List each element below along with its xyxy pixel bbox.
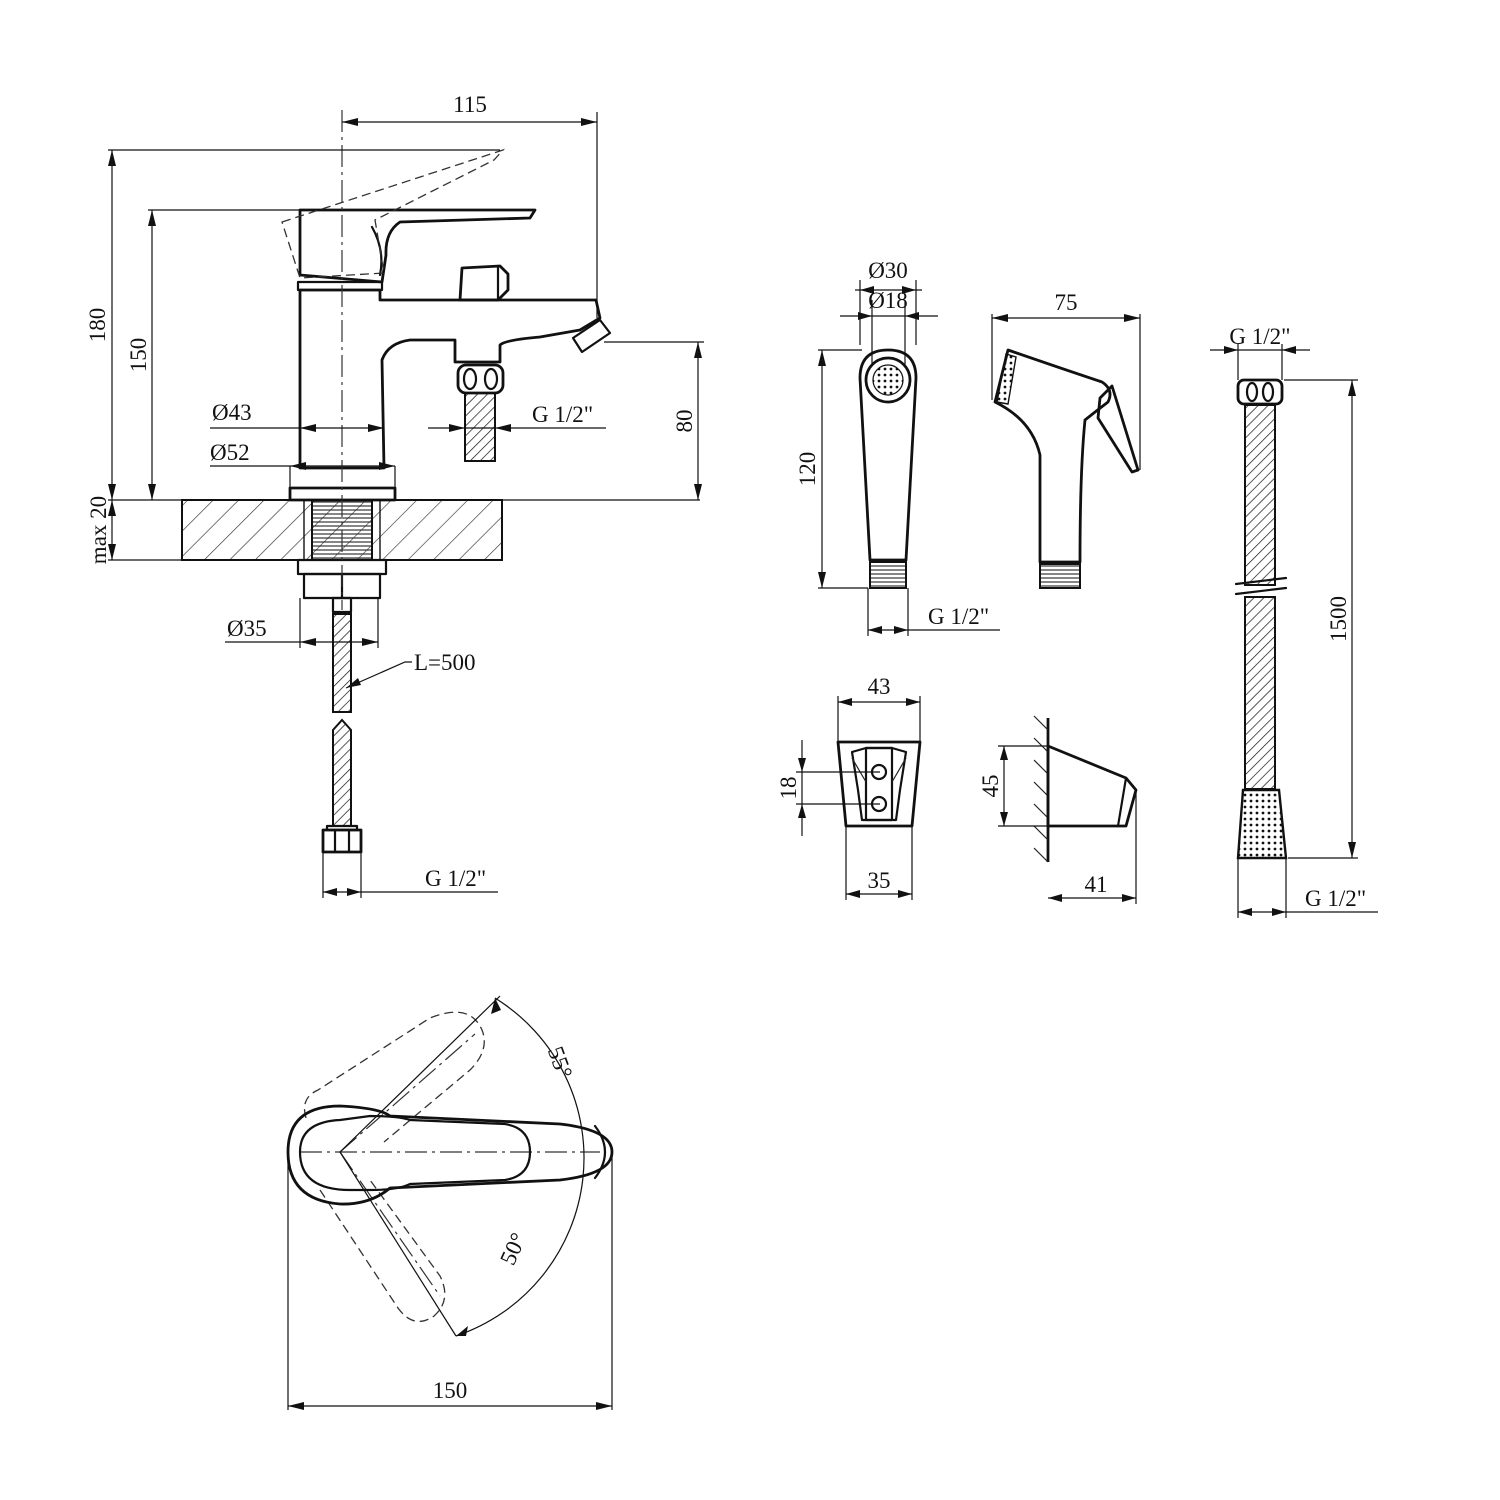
dim-hose-top-thread: G 1/2" — [1229, 324, 1290, 349]
shower-head-dimensions: Ø30 Ø18 120 G 1/2" — [795, 258, 1000, 636]
spout-tip — [571, 318, 612, 354]
dim-holder-top-width: 43 — [868, 674, 891, 699]
holder-side-dimensions: 45 41 — [978, 745, 1137, 904]
dim-hose-bottom-thread: G 1/2" — [1305, 886, 1366, 911]
supply-hose — [332, 613, 352, 713]
lever-raised-outline — [281, 148, 506, 279]
holder-front-body — [836, 740, 922, 828]
dim-holder-depth: 41 — [1085, 872, 1108, 897]
faucet-dimensions: 115 180 150 max 20 Ø43 Ø52 G 1/2" — [85, 92, 704, 898]
lever-handle — [298, 208, 537, 284]
dim-hose-thread: G 1/2" — [425, 866, 486, 891]
dim-d52: Ø52 — [210, 440, 250, 465]
faucet-front-view — [181, 110, 612, 854]
shower-hose — [1234, 378, 1288, 860]
dim-shower-d30: Ø30 — [868, 258, 908, 283]
holder-side-body — [1046, 744, 1138, 828]
dim-d35: Ø35 — [227, 616, 267, 641]
shower-head-body — [858, 348, 918, 562]
shower-side-body — [993, 348, 1112, 564]
holder-side-view — [1033, 715, 1138, 863]
shower-head-front-view — [858, 348, 918, 589]
top-view-dimensions: 150 — [287, 1152, 613, 1410]
dim-outlet-height: 80 — [672, 410, 697, 433]
angle-right-label: 50° — [495, 1229, 531, 1269]
dim-faucet-width: 115 — [453, 92, 487, 117]
holder-front-dimensions: 43 18 35 — [776, 674, 921, 900]
dim-d43: Ø43 — [212, 400, 252, 425]
hose-dimensions: G 1/2" 1500 G 1/2" — [1210, 324, 1378, 918]
dim-hose-length: 1500 — [1326, 596, 1351, 642]
angle-left-label: 55° — [543, 1043, 578, 1082]
dim-holder-bottom-width: 35 — [868, 868, 891, 893]
hose-nut — [321, 828, 363, 854]
dim-outlet-thread: G 1/2" — [532, 402, 593, 427]
holder-front-view — [836, 740, 922, 828]
dim-shower-thread: G 1/2" — [928, 604, 989, 629]
faucet-body — [298, 288, 602, 470]
dim-holder-hole-spacing: 18 — [776, 777, 801, 800]
dim-holder-height: 45 — [978, 775, 1003, 798]
dim-shower-side-width: 75 — [1055, 290, 1078, 315]
dim-total-height: 180 — [85, 308, 110, 343]
dim-top-width: 150 — [433, 1378, 468, 1403]
shower-trigger — [1096, 384, 1140, 474]
lever-left-position — [303, 1011, 485, 1143]
hose-length-label: L=500 — [414, 650, 476, 675]
outlet-thread — [464, 392, 496, 462]
hose-bottom-cone — [1236, 788, 1288, 860]
shower-nozzle-face — [864, 356, 912, 404]
shower-head-side-view — [993, 348, 1140, 589]
shower-side-dimensions: 75 — [991, 290, 1141, 470]
dim-shower-d18: Ø18 — [868, 288, 908, 313]
lever-right-position — [319, 1179, 446, 1323]
dim-spout-height: 150 — [126, 338, 151, 373]
diverter-knob — [458, 264, 510, 302]
shower-head-thread — [869, 561, 907, 589]
hose-top-nut — [1236, 378, 1284, 406]
dim-shower-length: 120 — [795, 452, 820, 487]
dim-counter-thickness: max 20 — [86, 496, 111, 564]
faucet-top-view: 55° 50° — [286, 995, 614, 1337]
